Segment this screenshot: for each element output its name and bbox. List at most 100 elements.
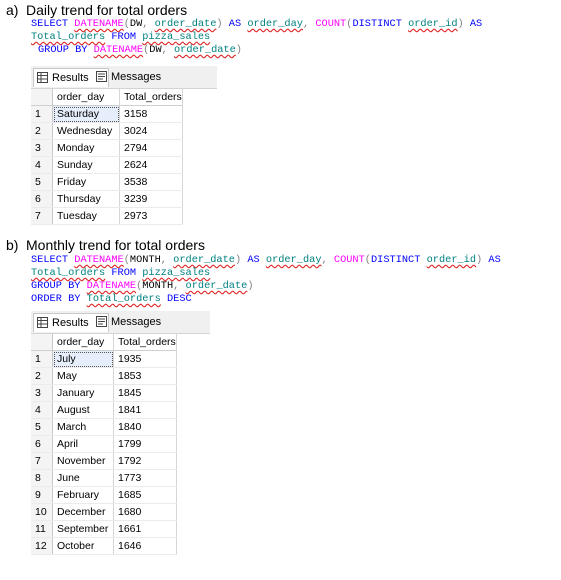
grid-cell[interactable]: 1840 xyxy=(113,418,177,436)
messages-icon xyxy=(96,71,107,82)
tab-results[interactable]: Results xyxy=(33,313,109,332)
section-a-sql-line-3: GROUP BY DATENAME(DW, order_date) xyxy=(38,44,242,57)
tab-messages[interactable]: Messages xyxy=(93,313,183,331)
row-number[interactable]: 12 xyxy=(31,537,53,555)
grid-cell[interactable]: January xyxy=(52,384,114,402)
sql-punct: ( xyxy=(123,254,130,266)
grid-cell[interactable]: Friday xyxy=(52,173,120,191)
row-number[interactable]: 7 xyxy=(31,452,53,470)
grid-cell[interactable]: June xyxy=(52,469,114,487)
row-number[interactable]: 2 xyxy=(31,122,53,140)
row-number[interactable]: 3 xyxy=(31,139,53,157)
grid-cell[interactable]: 1841 xyxy=(113,401,177,419)
row-number[interactable]: 4 xyxy=(31,401,53,419)
grid-cell[interactable]: October xyxy=(52,537,114,555)
grid-cell[interactable]: 3158 xyxy=(119,105,183,123)
sql-punct: ) xyxy=(234,254,242,266)
grid-cell[interactable]: 1792 xyxy=(113,452,177,470)
row-number[interactable]: 1 xyxy=(31,105,53,123)
grid-cell[interactable]: 1680 xyxy=(113,503,177,521)
grid-cell[interactable]: February xyxy=(52,486,114,504)
grid-cell[interactable]: 2973 xyxy=(119,207,183,225)
grid-cell[interactable]: Thursday xyxy=(52,190,120,208)
grid-cell[interactable]: 2794 xyxy=(119,139,183,157)
row-number-header xyxy=(31,334,53,351)
section-b-marker: b) xyxy=(6,237,19,253)
grid-cell[interactable]: 3538 xyxy=(119,173,183,191)
row-number[interactable]: 9 xyxy=(31,486,53,504)
grid-cell[interactable]: 1799 xyxy=(113,435,177,453)
column-header[interactable]: order_day xyxy=(52,334,114,351)
grid-cell[interactable]: 1773 xyxy=(113,469,177,487)
row-number[interactable]: 2 xyxy=(31,367,53,385)
tab-messages[interactable]: Messages xyxy=(93,68,183,86)
row-number[interactable]: 8 xyxy=(31,469,53,487)
sql-punct: , xyxy=(321,254,328,266)
sql-column: order_id xyxy=(426,254,477,266)
sql-function: COUNT xyxy=(333,254,365,266)
row-number[interactable]: 3 xyxy=(31,384,53,402)
grid-cell[interactable]: 1853 xyxy=(113,367,177,385)
grid-cell[interactable]: December xyxy=(52,503,114,521)
column-header[interactable]: order_day xyxy=(52,89,120,106)
section-a-result-tabs: Results Messages xyxy=(31,66,217,89)
row-number[interactable]: 4 xyxy=(31,156,53,174)
grid-cell[interactable]: May xyxy=(52,367,114,385)
sql-alias: Total_orders xyxy=(31,267,106,279)
grid-cell[interactable]: 2624 xyxy=(119,156,183,174)
row-number[interactable]: 5 xyxy=(31,173,53,191)
sql-datepart: DW xyxy=(129,18,143,30)
grid-cell[interactable]: Saturday xyxy=(52,105,120,123)
grid-cell[interactable]: Tuesday xyxy=(52,207,120,225)
sql-function: DATENAME xyxy=(93,44,144,56)
sql-keyword: AS xyxy=(247,254,260,266)
section-a-sql-line-2: Total_orders FROM pizza_sales xyxy=(31,31,210,44)
grid-cell[interactable]: Monday xyxy=(52,139,120,157)
row-number[interactable]: 6 xyxy=(31,190,53,208)
grid-cell[interactable]: 1661 xyxy=(113,520,177,538)
grid-cell[interactable]: Wednesday xyxy=(52,122,120,140)
row-number[interactable]: 1 xyxy=(31,350,53,368)
sql-alias: order_day xyxy=(247,18,303,30)
column-header[interactable]: Total_orders xyxy=(119,89,183,106)
row-number[interactable]: 11 xyxy=(31,520,53,538)
sql-punct: ) xyxy=(457,18,464,30)
sql-table: pizza_sales xyxy=(142,267,211,279)
grid-cell[interactable]: Sunday xyxy=(52,156,120,174)
grid-cell[interactable]: November xyxy=(52,452,114,470)
grid-cell[interactable]: September xyxy=(52,520,114,538)
section-b-sql-line-1: SELECT DATENAME(MONTH, order_date) AS or… xyxy=(31,254,501,267)
grid-cell[interactable]: 1935 xyxy=(113,350,177,368)
grid-cell[interactable]: 3239 xyxy=(119,190,183,208)
sql-punct: ( xyxy=(346,18,353,30)
tab-messages-label: Messages xyxy=(111,316,162,328)
sql-punct: ( xyxy=(123,18,130,30)
grid-cell[interactable]: July xyxy=(52,350,114,368)
sql-keyword: DESC xyxy=(166,293,192,305)
sql-keyword: ORDER xyxy=(31,293,62,305)
row-number[interactable]: 6 xyxy=(31,435,53,453)
tab-results[interactable]: Results xyxy=(33,68,109,87)
row-number[interactable]: 7 xyxy=(31,207,53,225)
row-number[interactable]: 10 xyxy=(31,503,53,521)
grid-cell[interactable]: 1646 xyxy=(113,537,177,555)
grid-cell[interactable]: 1685 xyxy=(113,486,177,504)
grid-cell[interactable]: 3024 xyxy=(119,122,183,140)
column-header[interactable]: Total_orders xyxy=(113,334,177,351)
section-b-heading: b) Monthly trend for total orders xyxy=(6,237,205,253)
grid-cell[interactable]: 1845 xyxy=(113,384,177,402)
sql-keyword: SELECT xyxy=(31,18,69,30)
grid-cell[interactable]: March xyxy=(52,418,114,436)
grid-cell[interactable]: August xyxy=(52,401,114,419)
grid-cell[interactable]: April xyxy=(52,435,114,453)
sql-alias: order_day xyxy=(265,254,322,266)
section-b-title: Monthly trend for total orders xyxy=(26,237,205,253)
row-number[interactable]: 5 xyxy=(31,418,53,436)
